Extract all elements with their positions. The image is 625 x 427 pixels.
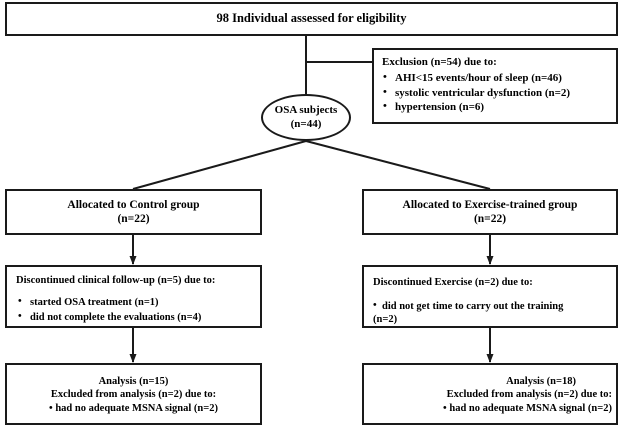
list-item: started OSA treatment (n=1) bbox=[16, 295, 260, 309]
list-item: did not get time to carry out the traini… bbox=[373, 299, 616, 313]
node-discontinued-control: Discontinued clinical follow-up (n=5) du… bbox=[5, 265, 262, 328]
node-osa-count: (n=44) bbox=[290, 117, 322, 130]
node-osa-label: OSA subjects bbox=[274, 104, 338, 117]
node-eligibility-label: 98 Individual assessed for eligibility bbox=[216, 11, 407, 26]
connector-osa-to-control bbox=[132, 140, 307, 190]
list-item: did not complete the evaluations (n=4) bbox=[16, 310, 260, 324]
node-analysis-control: Analysis (n=15) Excluded from analysis (… bbox=[5, 363, 262, 425]
node-analysis-exercise: Analysis (n=18) Excluded from analysis (… bbox=[362, 363, 618, 425]
list-item: hypertension (n=6) bbox=[382, 100, 616, 115]
node-exclusion: Exclusion (n=54) due to: AHI<15 events/h… bbox=[372, 48, 618, 124]
node-analysis-control-line2: Excluded from analysis (n=2) due to: bbox=[50, 389, 217, 401]
node-analysis-control-line3: • had no adequate MSNA signal (n=2) bbox=[49, 402, 218, 414]
connector-osa-to-exercise bbox=[305, 140, 491, 190]
node-discontinued-exercise-header: Discontinued Exercise (n=2) due to: bbox=[373, 277, 533, 288]
node-analysis-control-line1: Analysis (n=15) bbox=[98, 376, 169, 388]
node-exclusion-header: Exclusion (n=54) due to: bbox=[382, 56, 497, 68]
node-analysis-exercise-line2: Excluded from analysis (n=2) due to: bbox=[446, 389, 612, 401]
node-allocated-control-count: (n=22) bbox=[117, 213, 150, 225]
node-allocated-control: Allocated to Control group (n=22) bbox=[5, 189, 262, 235]
node-allocated-exercise-count: (n=22) bbox=[473, 213, 507, 225]
node-discontinued-control-header: Discontinued clinical follow-up (n=5) du… bbox=[16, 275, 216, 286]
node-allocated-exercise-label: Allocated to Exercise-trained group bbox=[402, 198, 578, 211]
list-item-continuation: (n=2) bbox=[373, 314, 398, 326]
node-eligibility: 98 Individual assessed for eligibility bbox=[5, 2, 618, 36]
list-item: AHI<15 events/hour of sleep (n=46) bbox=[382, 71, 616, 86]
node-allocated-exercise: Allocated to Exercise-trained group (n=2… bbox=[362, 189, 618, 235]
node-osa-subjects: OSA subjects (n=44) bbox=[261, 94, 351, 141]
node-analysis-exercise-line3: • had no adequate MSNA signal (n=2) bbox=[443, 402, 612, 414]
node-discontinued-exercise: Discontinued Exercise (n=2) due to: did … bbox=[362, 265, 618, 328]
node-exclusion-list: AHI<15 events/hour of sleep (n=46) systo… bbox=[382, 71, 616, 115]
node-allocated-control-label: Allocated to Control group bbox=[67, 198, 200, 211]
node-analysis-exercise-line1: Analysis (n=18) bbox=[506, 376, 576, 388]
node-discontinued-control-list: started OSA treatment (n=1) did not comp… bbox=[16, 295, 260, 324]
list-item: systolic ventricular dysfunction (n=2) bbox=[382, 86, 616, 101]
